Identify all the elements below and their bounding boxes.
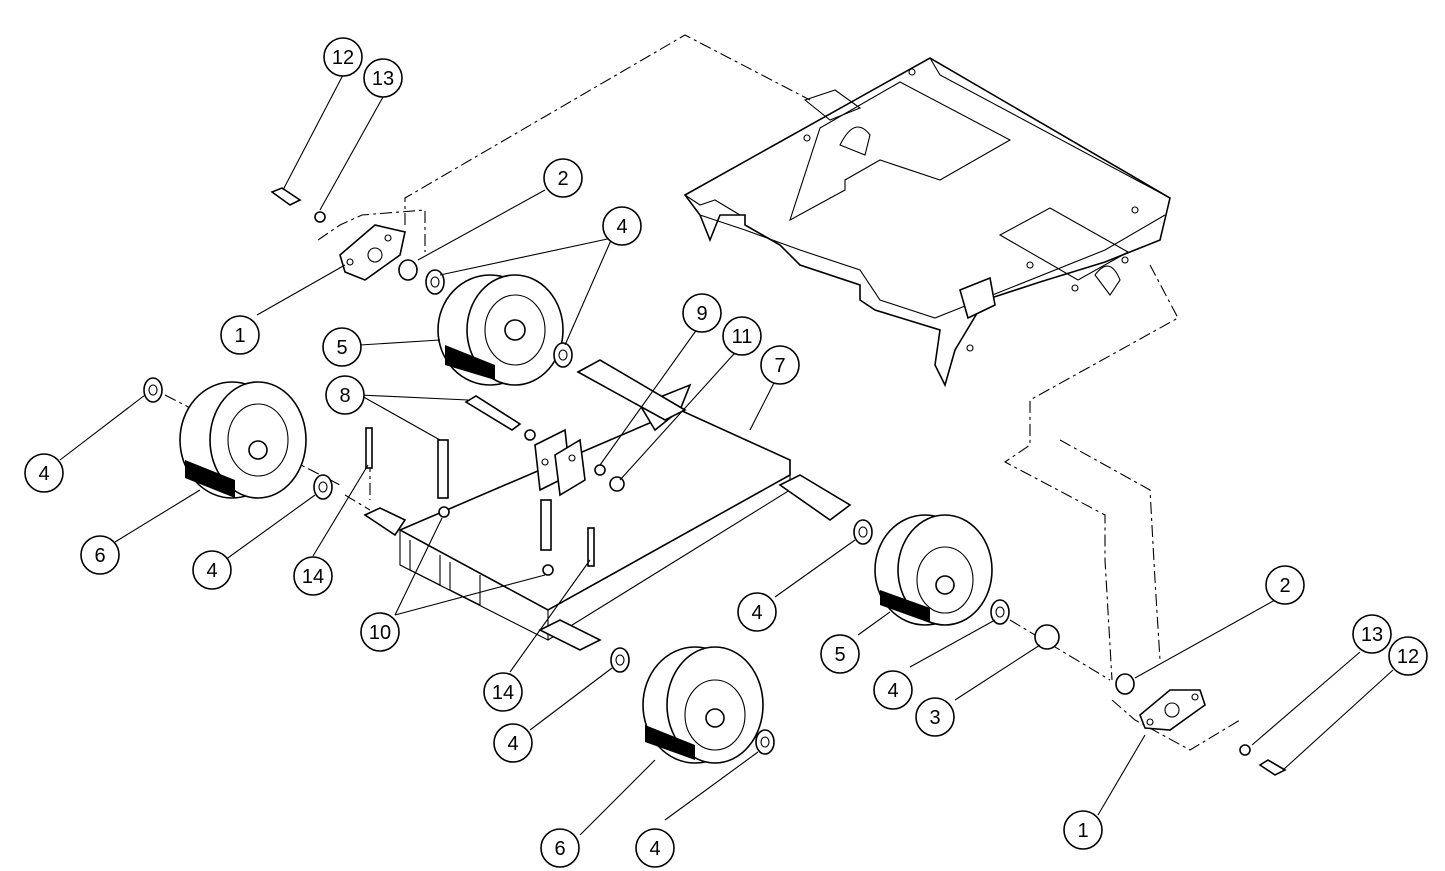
callout-circle <box>360 612 400 652</box>
callout-circle <box>635 828 675 868</box>
callout-number: 1 <box>234 325 245 347</box>
callout-4: 4 <box>493 723 533 763</box>
callout-circle <box>483 672 523 712</box>
callout-number: 6 <box>94 545 105 567</box>
callout-number: 7 <box>774 355 785 377</box>
callout-circle <box>682 293 722 333</box>
callout-circle <box>322 327 362 367</box>
callout-circle <box>325 375 365 415</box>
callout-13: 13 <box>363 58 403 98</box>
leader-lines <box>59 74 1394 836</box>
callout-number: 8 <box>339 385 350 407</box>
callout-circle <box>722 316 762 356</box>
wheel-5-upper <box>437 274 564 386</box>
callout-number: 5 <box>336 337 347 359</box>
callout-layer: 12 13 2 4 1 5 9 11 7 8 4 6 4 14 10 14 4 6 4 4 5 4 3 2 13 12 1 <box>24 37 1428 868</box>
axle-frame <box>363 359 852 651</box>
callout-2: 2 <box>543 158 583 198</box>
callout-circle <box>873 670 913 710</box>
callout-4: 4 <box>873 670 913 710</box>
callout-3: 3 <box>915 697 955 737</box>
callout-circle <box>760 345 800 385</box>
callout-6: 6 <box>80 535 120 575</box>
callout-number: 13 <box>1361 624 1383 646</box>
callout-12: 12 <box>323 37 363 77</box>
callout-circle <box>323 37 363 77</box>
callout-14: 14 <box>483 672 523 712</box>
callout-number: 10 <box>369 622 391 644</box>
callout-circle <box>220 315 260 355</box>
callout-number: 6 <box>554 838 565 860</box>
callout-number: 5 <box>834 644 845 666</box>
callout-circle <box>1265 565 1305 605</box>
callout-circle <box>1388 636 1428 676</box>
callout-7: 7 <box>760 345 800 385</box>
callout-11: 11 <box>722 316 762 356</box>
callout-4: 4 <box>192 550 232 590</box>
callout-number: 4 <box>616 216 627 238</box>
callout-8: 8 <box>325 375 365 415</box>
callout-number: 14 <box>302 566 324 588</box>
callout-5: 5 <box>322 327 362 367</box>
callout-12: 12 <box>1388 636 1428 676</box>
callout-circle <box>915 697 955 737</box>
wheel-6-lower <box>642 646 764 764</box>
callout-circle <box>602 206 642 246</box>
main-frame <box>683 57 1171 388</box>
callout-2: 2 <box>1265 565 1305 605</box>
callout-5: 5 <box>820 634 860 674</box>
callout-number: 3 <box>929 707 940 729</box>
callout-circle <box>293 556 333 596</box>
callout-number: 4 <box>751 602 762 624</box>
wheel-6-upper <box>179 381 307 499</box>
callout-circle <box>820 634 860 674</box>
callout-number: 4 <box>38 463 49 485</box>
callout-4: 4 <box>635 828 675 868</box>
callout-circle <box>363 58 403 98</box>
callout-number: 12 <box>1397 646 1419 668</box>
callout-14: 14 <box>293 556 333 596</box>
callout-4: 4 <box>737 592 777 632</box>
callout-number: 11 <box>732 326 753 348</box>
callout-number: 13 <box>372 68 394 90</box>
callout-circle <box>737 592 777 632</box>
callout-circle <box>80 535 120 575</box>
callout-number: 4 <box>887 680 898 702</box>
callout-4: 4 <box>24 453 64 493</box>
callout-13: 13 <box>1352 614 1392 654</box>
callout-number: 12 <box>332 47 354 69</box>
callout-number: 4 <box>206 560 217 582</box>
callout-4: 4 <box>602 206 642 246</box>
callout-10: 10 <box>360 612 400 652</box>
callout-number: 4 <box>507 733 518 755</box>
callout-number: 14 <box>492 682 514 704</box>
callout-circle <box>543 158 583 198</box>
hardware <box>143 187 1287 776</box>
callout-1: 1 <box>220 315 260 355</box>
callout-number: 1 <box>1077 820 1088 842</box>
callout-number: 4 <box>649 838 660 860</box>
callout-number: 9 <box>696 303 707 325</box>
callout-circle <box>192 550 232 590</box>
callout-circle <box>493 723 533 763</box>
callout-number: 2 <box>557 168 568 190</box>
callout-1: 1 <box>1063 810 1103 850</box>
callout-circle <box>1063 810 1103 850</box>
wheel-5-lower <box>874 514 993 626</box>
callout-6: 6 <box>540 828 580 868</box>
callout-circle <box>1352 614 1392 654</box>
callout-circle <box>24 453 64 493</box>
callout-9: 9 <box>682 293 722 333</box>
callout-number: 2 <box>1279 575 1290 597</box>
callout-circle <box>540 828 580 868</box>
